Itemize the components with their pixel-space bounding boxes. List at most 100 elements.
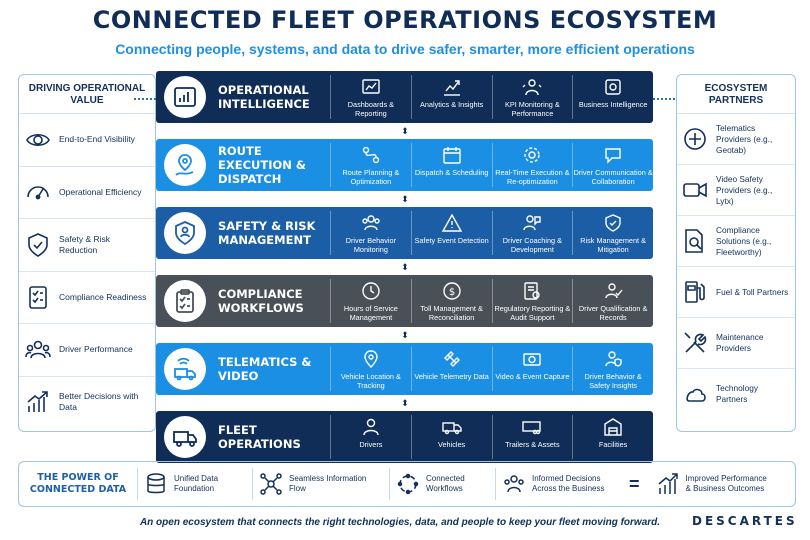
layer-title: ROUTE EXECUTION & DISPATCH (218, 144, 306, 186)
feature-bi: Business Intelligence (572, 75, 653, 119)
trailer-icon (522, 417, 542, 437)
feature-driver-behavior: Driver Behavior Monitoring (330, 211, 411, 255)
kpi-icon (522, 77, 542, 97)
page-title: CONNECTED FLEET OPERATIONS ECOSYSTEM (92, 6, 718, 34)
video-camera-icon (682, 177, 708, 203)
left-item-efficiency: Operational Efficiency (19, 165, 155, 219)
feature-safety-event: Safety Event Detection (410, 211, 492, 255)
person-shield-icon (603, 349, 623, 369)
driver-check-icon (603, 281, 623, 301)
layer-telematics: TELEMATICS & VIDEO Vehicle Location & Tr… (156, 343, 653, 395)
trend-chart-icon (442, 77, 462, 97)
truck-icon (441, 417, 462, 437)
growth-chart-icon (656, 472, 680, 496)
feature-dispatch: Dispatch & Scheduling (410, 143, 492, 187)
right-panel: ECOSYSTEM PARTNERS Telematics Providers … (676, 74, 796, 432)
shield-check-icon (25, 232, 51, 258)
bar-chart-up-icon (25, 389, 51, 415)
right-panel-heading: ECOSYSTEM PARTNERS (704, 83, 768, 106)
feature-realtime: Real-Time Execution & Re-optimization (491, 143, 573, 187)
cloud-icon (682, 381, 708, 407)
feature-driver-insights: Driver Behavior & Safety Insights (572, 347, 653, 391)
connector-arrow: ⬍ (401, 126, 409, 136)
right-item-maintenance: Maintenance Providers (677, 317, 795, 368)
coach-icon (522, 213, 542, 233)
wrench-icon (682, 330, 708, 356)
feature-dashboards: Dashboards & Reporting (330, 75, 411, 119)
feature-risk-management: Risk Management & Mitigation (572, 211, 653, 255)
satellite-icon (442, 349, 462, 369)
left-item-driver: Driver Performance (19, 323, 155, 376)
truck-signal-icon (164, 348, 206, 390)
gear-icon (522, 145, 542, 165)
layer-title: COMPLIANCE WORKFLOWS (218, 287, 304, 315)
feature-hos: Hours of Service Management (330, 279, 411, 323)
feature-regulatory: Regulatory Reporting & Audit Support (491, 279, 573, 323)
shield-person-icon (164, 212, 206, 254)
footer-tagline: An open ecosystem that connects the righ… (139, 517, 661, 528)
clipboard-check-icon (164, 280, 206, 322)
chat-icon (603, 145, 623, 165)
feature-kpi: KPI Monitoring & Performance (491, 75, 573, 119)
power-title: THE POWER OF CONNECTED DATA (29, 472, 127, 495)
page-subtitle: Connecting people, systems, and data to … (115, 41, 695, 57)
left-item-compliance: Compliance Readiness (19, 270, 155, 324)
layer-title: OPERATIONAL INTELLIGENCE (218, 83, 310, 111)
brand-logo: DESCARTES (692, 514, 798, 528)
feature-analytics: Analytics & Insights (410, 75, 492, 119)
calendar-icon (442, 145, 462, 165)
right-item-technology: Technology Partners (677, 368, 795, 419)
right-item-telematics: Telematics Providers (e.g., Geotab) (677, 113, 795, 164)
cycle-icon (396, 472, 420, 496)
power-item-flow: Seamless Information Flow (252, 468, 389, 500)
warning-icon (441, 213, 462, 233)
shield-check-icon (603, 213, 623, 233)
checklist-icon (25, 284, 51, 310)
layer-title: SAFETY & RISK MANAGEMENT (218, 219, 316, 247)
coin-icon: $ (442, 281, 462, 301)
building-icon (603, 417, 623, 437)
right-connector (653, 98, 675, 100)
feature-driver-qualification: Driver Qualification & Records (572, 279, 653, 323)
layer-safety-risk: SAFETY & RISK MANAGEMENT Driver Behavior… (156, 207, 653, 259)
left-item-safety: Safety & Risk Reduction (19, 218, 155, 271)
feature-drivers: Drivers (330, 415, 411, 459)
feature-route-planning: Route Planning & Optimization (330, 143, 411, 187)
left-item-visibility: End-to-End Visibility (19, 113, 155, 166)
layer-title: FLEET OPERATIONS (218, 423, 301, 451)
feature-toll: $Toll Management & Reconciliation (410, 279, 492, 323)
left-panel: DRIVING OPERATIONAL VALUE End-to-End Vis… (18, 74, 156, 432)
connector-arrow: ⬍ (401, 330, 409, 340)
location-pin-icon (361, 349, 381, 369)
team-icon (502, 472, 526, 496)
database-icon (144, 472, 168, 496)
document-search-icon (682, 228, 708, 254)
connector-arrow: ⬍ (401, 398, 409, 408)
feature-trailers: Trailers & Assets (491, 415, 573, 459)
right-item-fuel: Fuel & Toll Partners (677, 266, 795, 317)
camera-icon (522, 349, 542, 369)
feature-video-capture: Video & Event Capture (491, 347, 573, 391)
layer-route-execution: ROUTE EXECUTION & DISPATCH Route Plannin… (156, 139, 653, 191)
fuel-pump-icon (682, 279, 708, 305)
svg-text:$: $ (448, 287, 454, 298)
left-panel-heading: DRIVING OPERATIONAL VALUE (28, 83, 146, 106)
network-icon (259, 472, 283, 496)
power-item-workflows: Connected Workflows (389, 468, 495, 500)
power-item-decisions: Informed Decisions Across the Business (495, 468, 619, 500)
layer-compliance: COMPLIANCE WORKFLOWS Hours of Service Ma… (156, 275, 653, 327)
feature-vehicles: Vehicles (410, 415, 492, 459)
layer-fleet-operations: FLEET OPERATIONS Drivers Vehicles Traile… (156, 411, 653, 463)
equals-sign: = (629, 473, 640, 494)
people-icon (361, 213, 381, 233)
truck-icon (164, 416, 206, 458)
feature-telemetry: Vehicle Telemetry Data (410, 347, 492, 391)
feature-coaching: Driver Coaching & Development (491, 211, 573, 255)
layer-title: TELEMATICS & VIDEO (218, 355, 312, 383)
bi-icon (603, 77, 623, 97)
report-icon (522, 281, 542, 301)
person-icon (361, 417, 381, 437)
right-item-video: Video Safety Providers (e.g., Lytx) (677, 164, 795, 215)
plus-circle-icon (682, 126, 708, 152)
clock-icon (361, 281, 381, 301)
